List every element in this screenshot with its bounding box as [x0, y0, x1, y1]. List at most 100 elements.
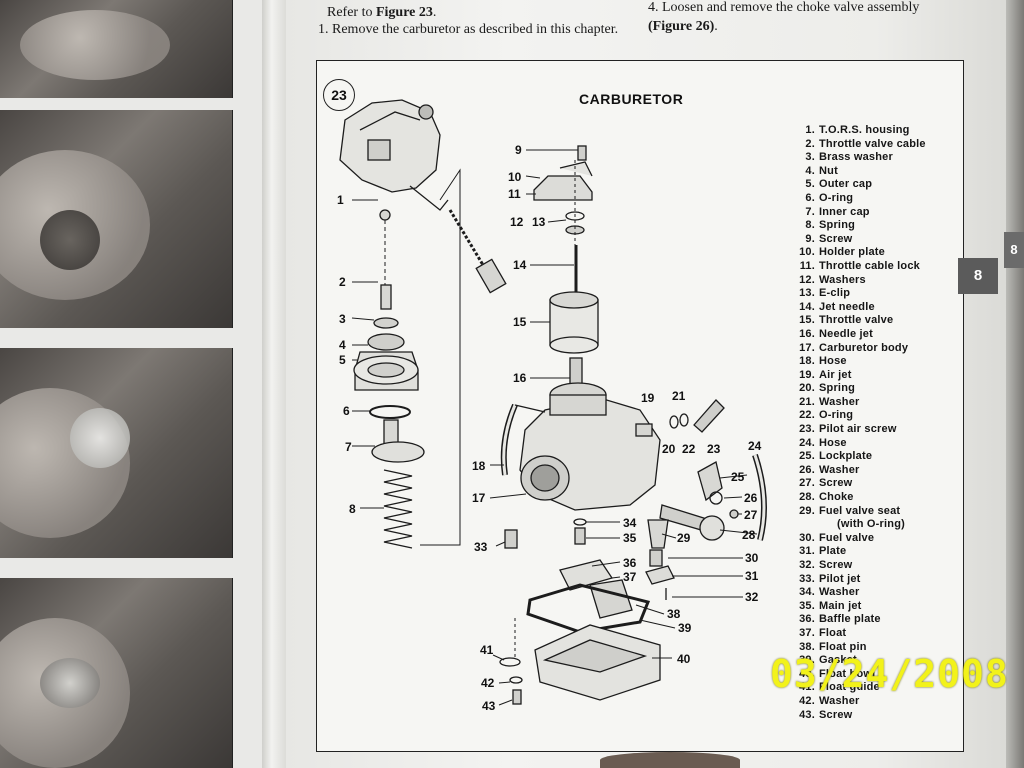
callout-19: 19 — [641, 391, 655, 405]
callout-1: 1 — [337, 193, 344, 207]
callout-8: 8 — [349, 502, 356, 516]
legend-label: Float — [819, 626, 847, 639]
book-spine — [262, 0, 286, 768]
legend-item: 43.Screw — [797, 709, 926, 723]
legend-label: T.O.R.S. housing — [819, 124, 910, 136]
legend-item: 11. Throttle cable lock — [797, 260, 926, 274]
legend-item: 10.Holder plate — [797, 246, 926, 260]
callout-11: 11 — [508, 187, 521, 201]
legend-label: Jet needle — [819, 300, 875, 313]
chapter-tab-edge: 8 — [1004, 232, 1024, 268]
legend-label: (with O-ring) — [837, 518, 905, 531]
callout-25: 25 — [731, 470, 745, 484]
legend-label: Nut — [819, 164, 838, 177]
legend-item: 14.Jet needle — [797, 301, 926, 315]
legend-number: 5. — [805, 178, 815, 191]
legend-number: 1. — [805, 124, 815, 136]
legend-label: Washer — [819, 694, 860, 707]
legend-number: 11. — [799, 259, 815, 272]
legend-item: 13.E-clip — [797, 287, 926, 301]
legend-number: 15. — [799, 314, 815, 327]
legend-item: 3. Brass washer — [797, 151, 926, 165]
legend-item: 17.Carburetor body — [797, 342, 926, 356]
legend-number: 4. — [805, 164, 815, 177]
callout-2: 2 — [339, 275, 346, 289]
legend-item: 20. Spring — [797, 382, 926, 396]
legend-label: Float pin — [819, 640, 867, 653]
legend-item: 40.Float bowl — [797, 668, 926, 682]
legend-number: 36. — [799, 613, 815, 626]
callout-17: 17 — [472, 491, 486, 505]
callout-24: 24 — [748, 439, 762, 453]
callout-32: 32 — [745, 590, 759, 604]
intro-right-line1: 4. Loosen and remove the choke valve ass… — [648, 0, 920, 15]
legend-item: 39. Gasket — [797, 654, 926, 668]
legend-label: Pilot jet — [819, 572, 861, 585]
legend-item: 29.Fuel valve seat — [797, 505, 926, 519]
legend-number: 30. — [799, 531, 815, 544]
callout-4: 4 — [339, 338, 346, 352]
legend-number: 33. — [799, 572, 815, 585]
legend-number: 39. — [799, 654, 815, 667]
left-page — [0, 0, 262, 768]
figure-title: CARBURETOR — [579, 91, 684, 107]
legend-number: 29. — [799, 504, 815, 517]
callout-34: 34 — [623, 516, 637, 530]
callout-5: 5 — [339, 353, 346, 367]
callout-21: 21 — [672, 389, 686, 403]
legend-label: Throttle valve cable — [819, 137, 926, 150]
legend-number: 34. — [799, 586, 815, 599]
legend-item: 23.Pilot air screw — [797, 423, 926, 437]
legend-label: Spring — [819, 382, 856, 395]
legend-number: 35. — [799, 599, 815, 612]
legend-label: Air jet — [819, 368, 852, 381]
photo-4 — [0, 578, 233, 768]
legend-label: Washer — [819, 463, 860, 476]
intro-right-line2: (Figure 26). — [648, 19, 718, 34]
legend-label: Brass washer — [819, 151, 893, 164]
legend-number: 38. — [799, 640, 815, 653]
legend-label: Carburetor body — [819, 341, 909, 354]
callout-42: 42 — [481, 676, 495, 690]
legend-label: Washer — [819, 586, 860, 599]
callout-12: 12 — [510, 215, 524, 229]
callout-28: 28 — [742, 528, 756, 542]
legend-number: 3. — [805, 151, 815, 164]
callout-43: 43 — [482, 699, 496, 713]
legend-label: Throttle cable lock — [819, 259, 920, 272]
legend-number: 24. — [799, 436, 815, 449]
callout-40: 40 — [677, 652, 691, 666]
legend-item: 38. Float pin — [797, 641, 926, 655]
legend-item: 2.Throttle valve cable — [797, 138, 926, 152]
callout-16: 16 — [513, 371, 527, 385]
legend-item: 36.Baffle plate — [797, 613, 926, 627]
legend-label: Washer — [819, 395, 860, 408]
legend-label: Gasket — [819, 654, 857, 667]
legend-number: 10. — [799, 246, 815, 259]
callout-14: 14 — [513, 258, 527, 272]
callout-10: 10 — [508, 170, 522, 184]
legend-item: 32.Screw — [797, 559, 926, 573]
parts-legend: 1. T.O.R.S. housing 2.Throttle valve cable… — [797, 124, 926, 722]
callout-18: 18 — [472, 459, 486, 473]
callout-33: 33 — [474, 540, 488, 554]
legend-label: Pilot air screw — [819, 423, 897, 436]
legend-item: 1. T.O.R.S. housing — [797, 124, 926, 138]
legend-number: 26. — [799, 463, 815, 476]
legend-number: 16. — [799, 327, 815, 340]
legend-label: E-clip — [819, 287, 851, 300]
callout-20: 20 — [662, 442, 676, 456]
legend-number: 9. — [805, 232, 815, 245]
figure-number: 23 — [323, 79, 355, 111]
legend-item: 7.Inner cap — [797, 206, 926, 220]
legend-label: Fuel valve — [819, 531, 875, 544]
legend-item: 9.Screw — [797, 233, 926, 247]
callout-3: 3 — [339, 312, 346, 326]
callout-36: 36 — [623, 556, 637, 570]
legend-item: 12.Washers — [797, 274, 926, 288]
legend-item: 35.Main jet — [797, 600, 926, 614]
legend-number: 20. — [799, 382, 815, 395]
legend-item: 41.Float guide — [797, 681, 926, 695]
intro-left-line2: 1. Remove the carburetor as described in… — [318, 22, 619, 37]
finger-shadow — [600, 752, 740, 768]
